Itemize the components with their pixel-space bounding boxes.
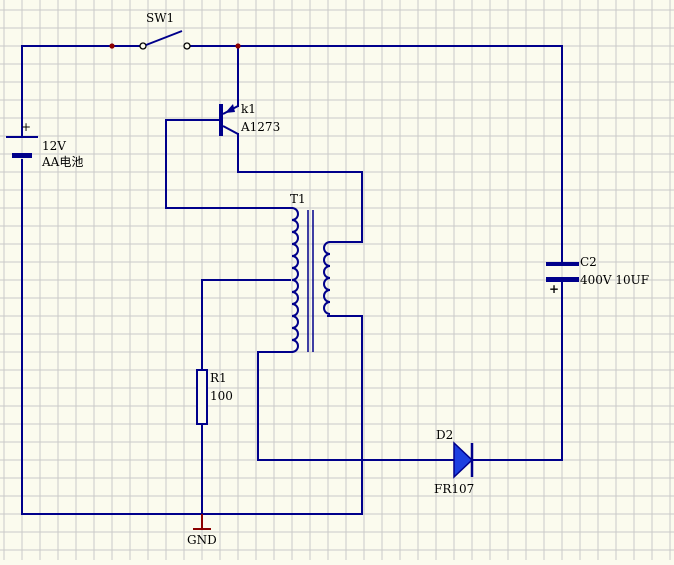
battery-negative-plate	[12, 153, 32, 158]
battery-voltage-label: 12V	[42, 139, 66, 153]
junction-dot-right	[235, 43, 241, 49]
transformer-primary-winding	[291, 207, 299, 353]
capacitor-c2: + C2 400V 10UF	[546, 255, 649, 296]
diode-d2: D2 FR107	[434, 428, 474, 496]
wire-battery-to-ground	[21, 159, 363, 515]
battery-type-label: AA电池	[41, 155, 83, 169]
capacitor-value-label: 400V 10UF	[580, 273, 649, 287]
capacitor-polarity: +	[549, 282, 559, 296]
transistor-emitter-arrow	[225, 104, 235, 113]
diode-ref-label: D2	[436, 428, 453, 442]
junction-dot-left	[109, 43, 115, 49]
switch-lever	[145, 30, 183, 46]
ground-label: GND	[187, 533, 217, 547]
diode-triangle	[453, 441, 474, 479]
transformer-ref-label: T1	[290, 192, 306, 206]
wires	[21, 45, 563, 515]
wire-collector-to-secondary	[237, 133, 363, 243]
transistor-part-label: A1273	[240, 120, 280, 134]
wire-primary-to-diode	[257, 351, 455, 461]
capacitor-plate-top	[546, 262, 579, 266]
wire-resistor-top	[201, 279, 291, 371]
wire-base-feedback	[165, 119, 293, 209]
resistor-r1: R1 100	[196, 369, 233, 425]
transformer-secondary-winding	[323, 241, 331, 315]
ground-symbol: GND	[187, 514, 217, 547]
wire-top-left	[21, 45, 141, 137]
switch-ref-label: SW1	[146, 11, 174, 25]
resistor-value-label: 100	[210, 389, 233, 403]
resistor-body	[196, 369, 208, 425]
capacitor-plate-bottom	[546, 277, 579, 282]
wire-diode-to-capacitor	[471, 281, 563, 461]
transistor-collector-lead	[222, 125, 239, 135]
transformer-t1: T1	[290, 192, 331, 353]
switch-right-contact	[183, 42, 191, 50]
battery-12v: + 12V AA电池	[6, 120, 83, 169]
resistor-ref-label: R1	[210, 371, 227, 385]
transistor-ref-label: k1	[241, 102, 256, 116]
transistor-k1: k1 A1273	[219, 102, 280, 136]
capacitor-ref-label: C2	[580, 255, 597, 269]
switch-sw1: SW1	[139, 11, 191, 50]
wire-top-right	[189, 45, 563, 263]
transistor-base-bar	[219, 104, 223, 136]
diode-part-label: FR107	[434, 482, 474, 496]
switch-left-contact	[139, 42, 147, 50]
battery-polarity: +	[21, 120, 31, 134]
